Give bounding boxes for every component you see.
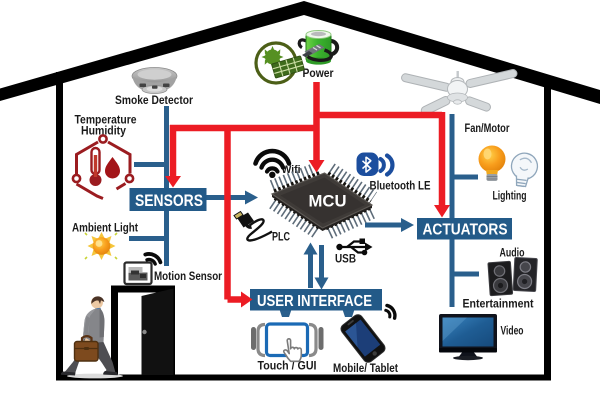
- svg-text:Bluetooth LE: Bluetooth LE: [370, 181, 431, 193]
- svg-text:Power: Power: [303, 66, 334, 80]
- svg-text:Humidity: Humidity: [81, 126, 127, 138]
- svg-text:Smoke Detector: Smoke Detector: [115, 95, 193, 107]
- svg-text:PLC: PLC: [272, 232, 290, 244]
- svg-text:Motion Sensor: Motion Sensor: [154, 271, 222, 283]
- svg-text:Wifi: Wifi: [282, 164, 301, 176]
- svg-text:Touch / GUI: Touch / GUI: [258, 361, 317, 373]
- svg-text:SENSORS: SENSORS: [135, 192, 203, 210]
- svg-text:Temperature: Temperature: [75, 115, 137, 127]
- svg-text:Fan/Motor: Fan/Motor: [465, 123, 510, 135]
- svg-text:Lighting: Lighting: [493, 191, 527, 203]
- svg-text:MCU: MCU: [309, 193, 347, 211]
- svg-text:Entertainment: Entertainment: [463, 299, 534, 311]
- svg-text:Video: Video: [501, 326, 524, 338]
- svg-text:Audio: Audio: [500, 248, 525, 260]
- svg-text:Mobile/ Tablet: Mobile/ Tablet: [333, 363, 398, 375]
- svg-text:ACTUATORS: ACTUATORS: [423, 222, 508, 239]
- svg-text:USB: USB: [335, 252, 356, 266]
- svg-text:USER INTERFACE: USER INTERFACE: [257, 293, 372, 310]
- svg-text:Ambient Light: Ambient Light: [72, 223, 138, 235]
